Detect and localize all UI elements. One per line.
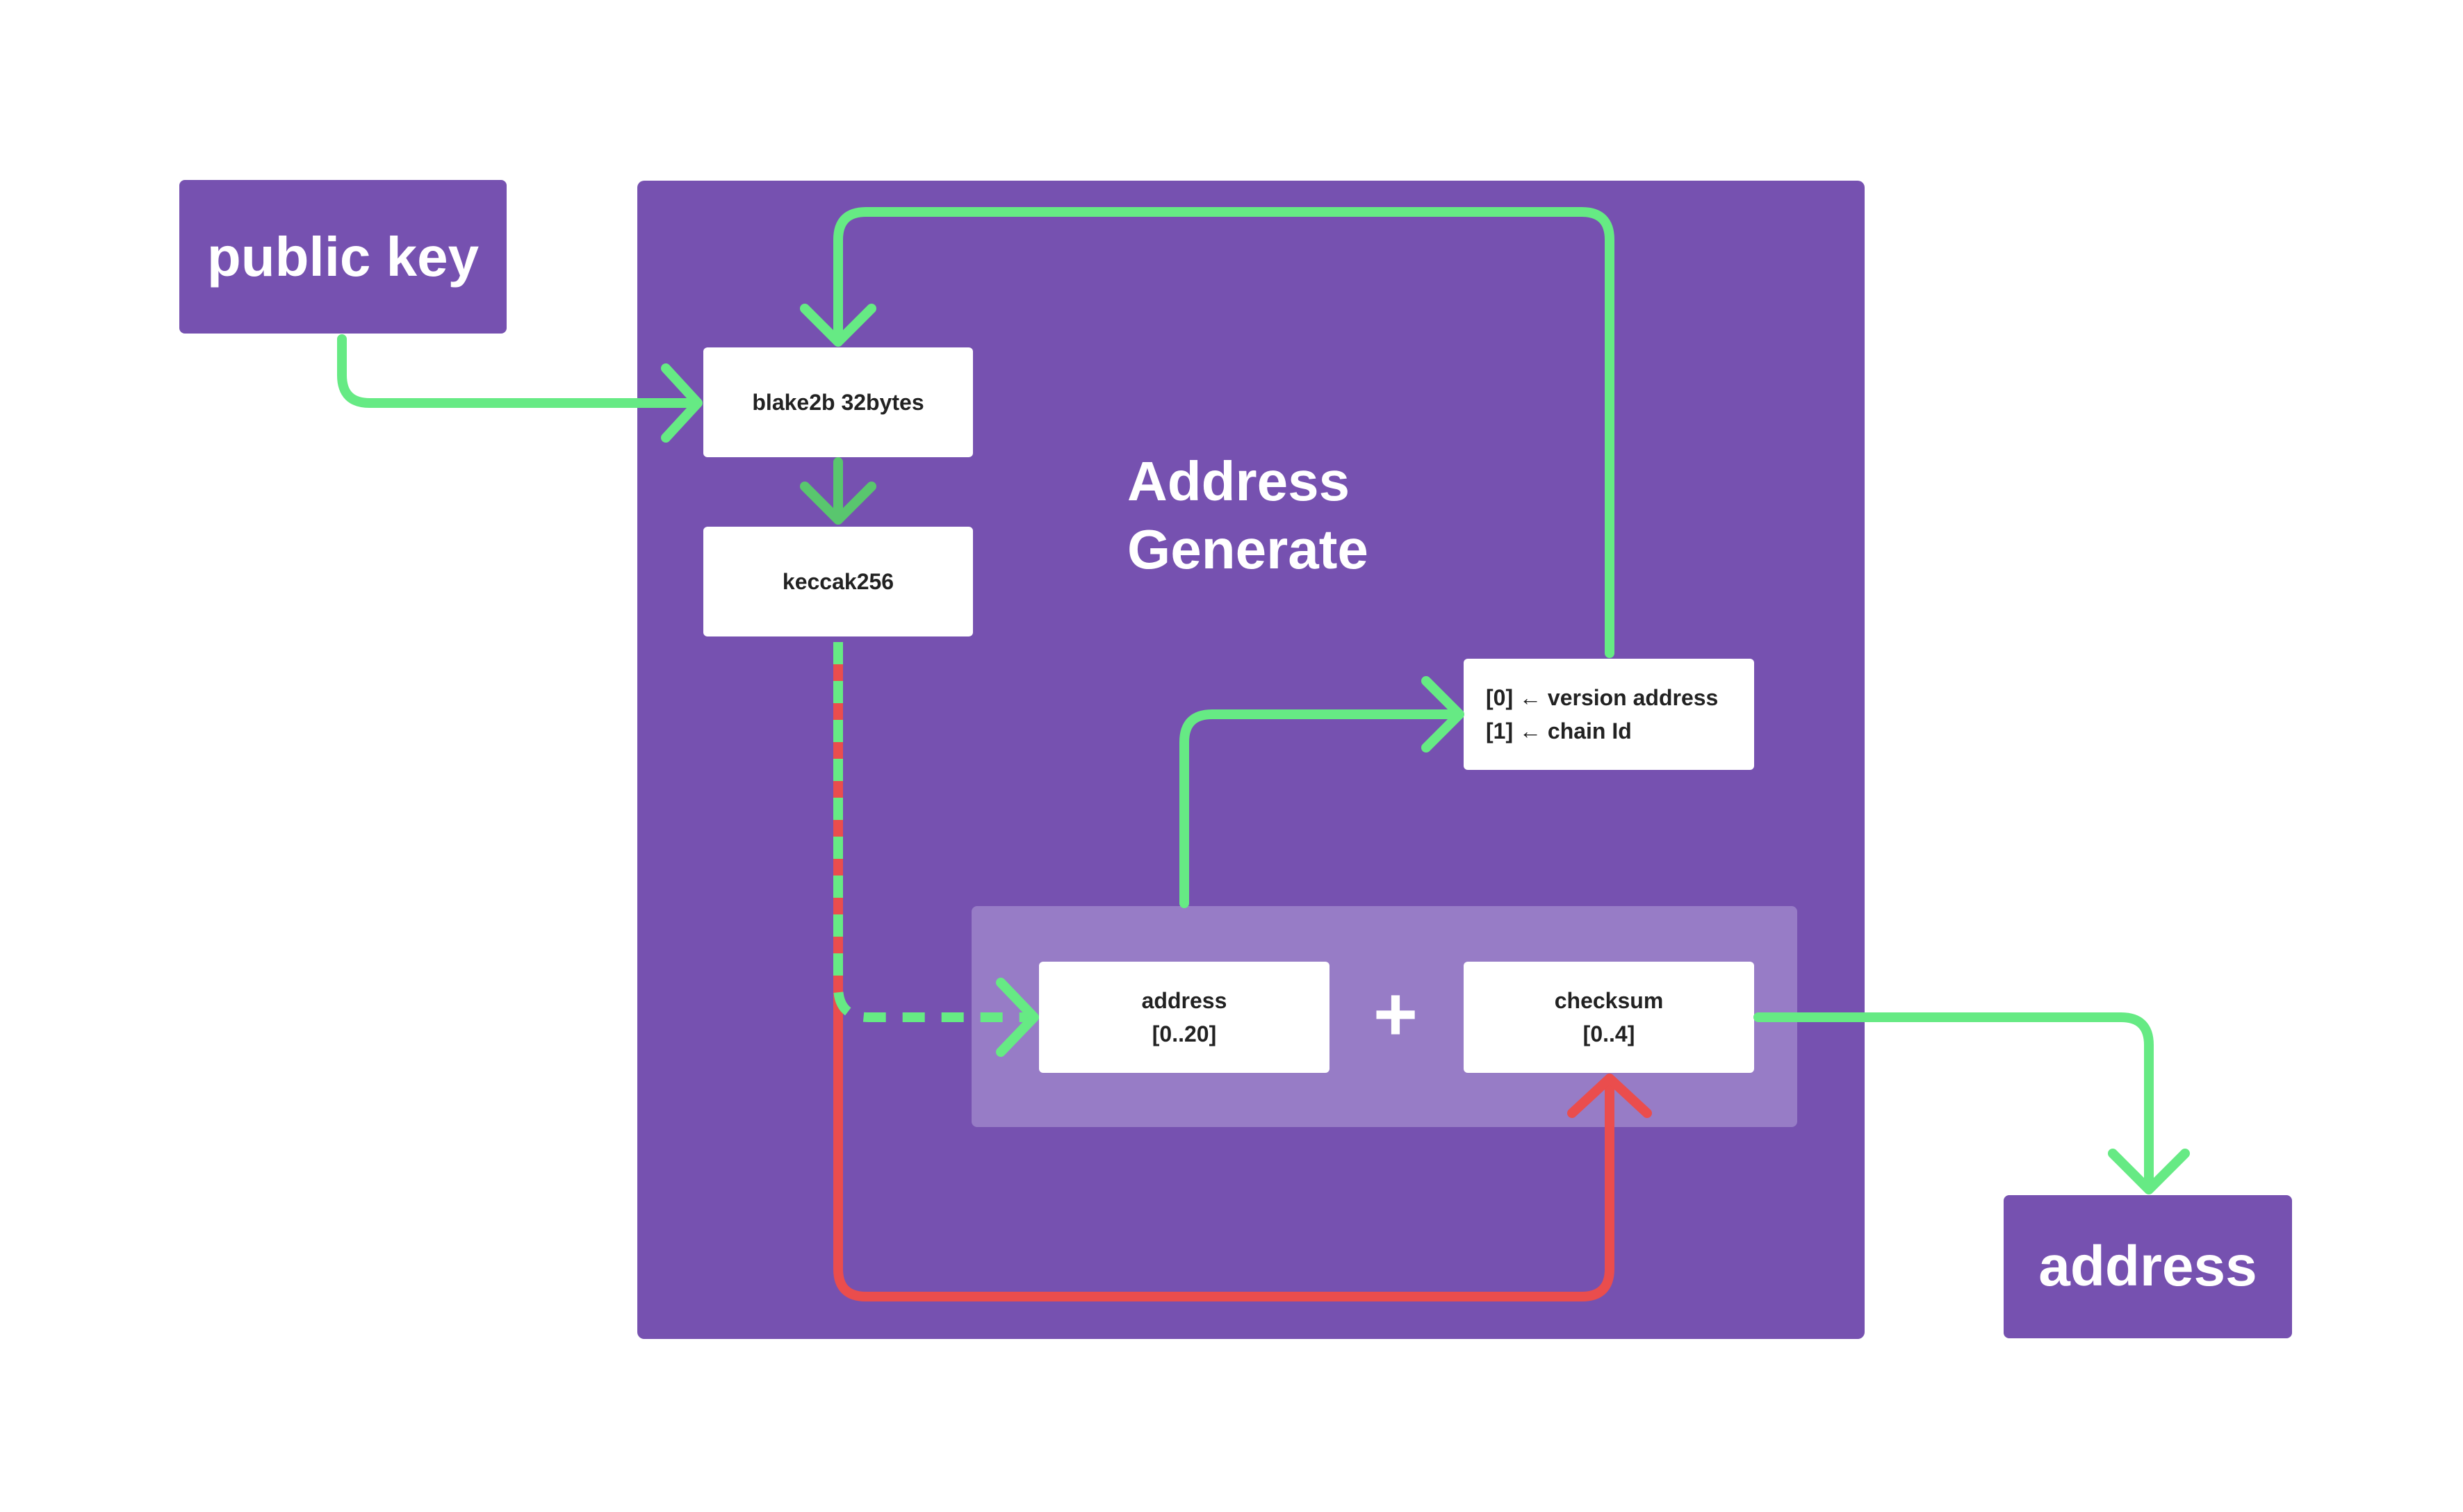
blake2b-node: blake2b 32bytes (703, 347, 973, 457)
public-key-box: public key (179, 180, 507, 334)
version-chain-node: [0] ← version address [1] ← chain Id (1464, 659, 1754, 770)
checksum-range: [0..4] (1582, 1021, 1635, 1046)
dashed-arrow-keccak-to-address (833, 642, 1027, 1022)
address-slice-label: address (1141, 988, 1227, 1013)
arrowhead-keccak-top (800, 482, 876, 525)
arrow-pubkey-to-blake (337, 334, 698, 408)
chain-id-line: [1] ← chain Id (1486, 718, 1632, 743)
address-output-label: address (2038, 1235, 2257, 1298)
keccak256-node: keccak256 (703, 527, 973, 636)
panel-title-line2: Generate (1127, 518, 1368, 580)
arrow-keccak-to-checksum (833, 996, 1614, 1301)
address-slice-range: [0..20] (1152, 1021, 1217, 1046)
checksum-label: checksum (1554, 988, 1664, 1013)
panel-title-line1: Address (1127, 450, 1350, 512)
arrow-version-loop (833, 207, 1614, 658)
address-output-box: address (2004, 1195, 2292, 1338)
version-line: [0] ← version address (1486, 685, 1719, 710)
blake2b-label: blake2b 32bytes (752, 390, 924, 415)
checksum-node: checksum [0..4] (1464, 962, 1754, 1073)
plus-sign: + (1373, 971, 1418, 1057)
arrowhead-address-left (996, 978, 1039, 1057)
arrowhead-blake-left (661, 363, 703, 443)
address-slice-node: address [0..20] (1039, 962, 1329, 1073)
arrowhead-output-top (2108, 1149, 2190, 1194)
arrowhead-version-left (1421, 676, 1464, 753)
arrowhead-checksum-bottom (1567, 1074, 1652, 1118)
arrow-checksum-to-output (1753, 1012, 2154, 1190)
panel-title: Address Generate (1127, 447, 1368, 584)
public-key-label: public key (206, 225, 480, 288)
arrowhead-blake-top (800, 304, 876, 347)
arrow-group-to-version (1179, 709, 1459, 908)
keccak256-label: keccak256 (782, 569, 894, 594)
